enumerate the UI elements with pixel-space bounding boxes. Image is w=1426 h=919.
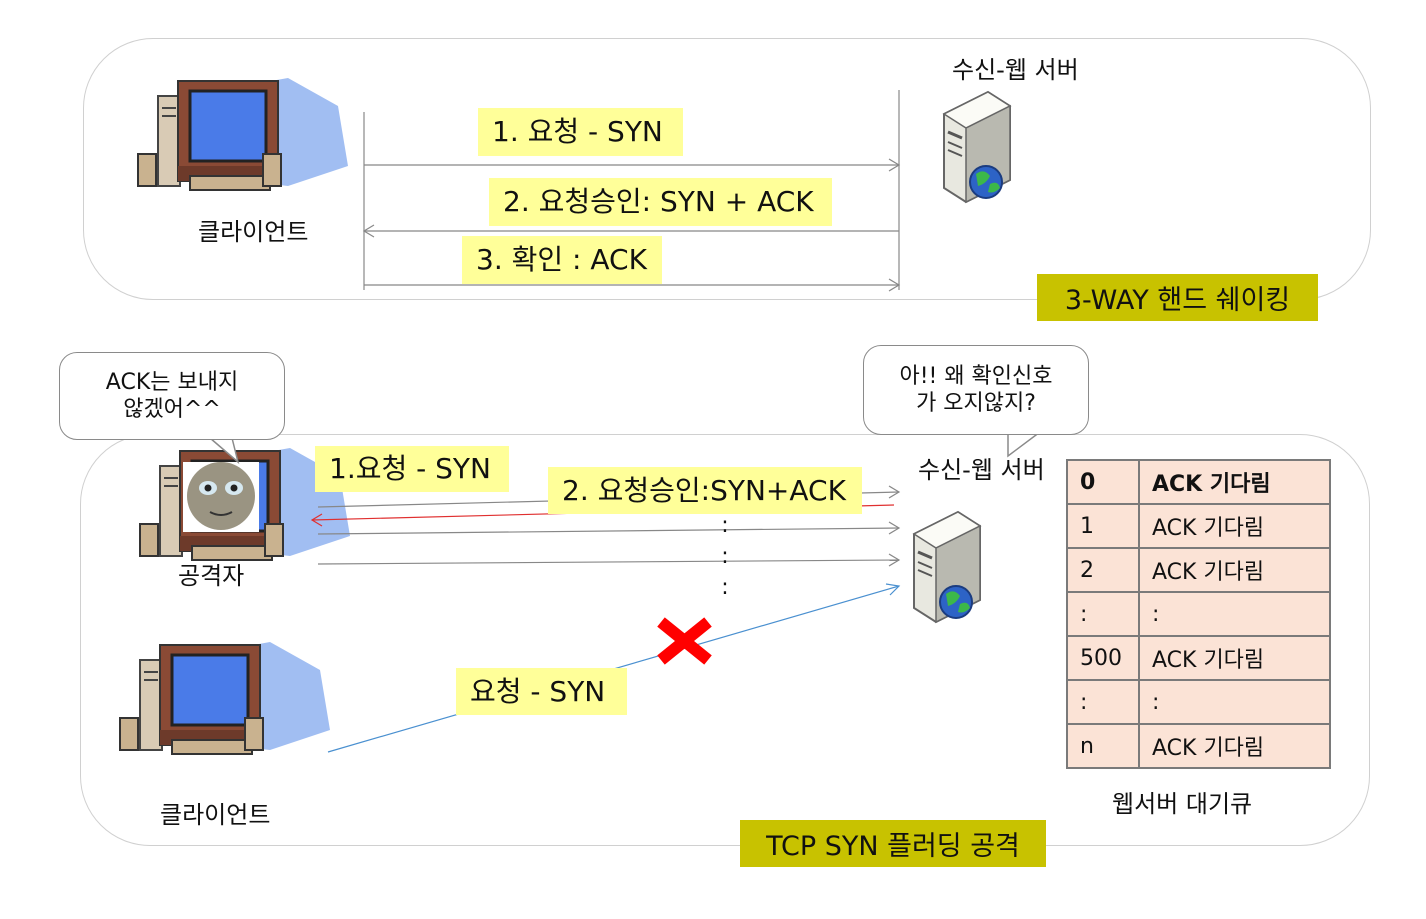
syn-arrow (364, 158, 901, 172)
queue-status: ACK 기다림 (1138, 459, 1331, 505)
queue-index: : (1066, 591, 1140, 637)
top-server-label: 수신-웹 서버 (952, 56, 1079, 84)
queue-index: 1 (1066, 503, 1140, 549)
syn-ack-arrow (362, 224, 899, 238)
table-row: 500 ACK 기다림 (1066, 635, 1331, 681)
attacker-synack-label: 2. 요청승인:SYN+ACK (548, 467, 862, 514)
server-queue-table: 0 ACK 기다림 1 ACK 기다림 2 ACK 기다림 : : 500 AC… (1066, 459, 1331, 769)
desktop-computer-icon (136, 76, 350, 192)
attacker-speech-bubble: ACK는 보내지 않겠어^^ (59, 352, 285, 440)
client-syn-label: 요청 - SYN (456, 668, 627, 715)
top-client-label: 클라이언트 (198, 218, 309, 246)
server-speech-bubble: 아!! 왜 확인신호 가 오지않지? (863, 345, 1089, 435)
queue-caption: 웹서버 대기큐 (1112, 790, 1253, 818)
attacker-label: 공격자 (178, 562, 245, 590)
step-synack-label: 2. 요청승인: SYN + ACK (489, 178, 832, 226)
queue-index: : (1066, 679, 1140, 725)
queue-status: ACK 기다림 (1138, 547, 1331, 593)
queue-status: ACK 기다림 (1138, 503, 1331, 549)
dot: : (721, 513, 729, 538)
server-bubble-line: 가 오지않지? (916, 391, 1036, 416)
step-syn-label: 1. 요청 - SYN (478, 108, 683, 156)
flooding-title: TCP SYN 플러딩 공격 (740, 820, 1046, 867)
queue-status: : (1138, 679, 1331, 725)
queue-status: ACK 기다림 (1138, 723, 1331, 769)
server-bubble-tail (1007, 431, 1041, 458)
table-row: n ACK 기다림 (1066, 723, 1331, 769)
bottom-client-label: 클라이언트 (160, 801, 271, 829)
server-bubble-line: 아!! 왜 확인신호 (899, 363, 1053, 389)
table-row: 1 ACK 기다림 (1066, 503, 1331, 549)
table-row: 2 ACK 기다림 (1066, 547, 1331, 593)
desktop-computer-icon (118, 640, 332, 756)
server-icon (942, 90, 1012, 204)
attacker-syn-arrow-3 (317, 553, 901, 567)
attacker-bubble-tail (209, 437, 240, 465)
repeat-dots: : : : (718, 510, 732, 603)
attacker-syn-arrow-2 (317, 521, 901, 535)
table-row: : : (1066, 591, 1331, 637)
queue-index: 500 (1066, 635, 1140, 681)
dot: : (721, 575, 729, 600)
queue-index: 2 (1066, 547, 1140, 593)
dot: : (721, 544, 729, 569)
handshake-title: 3-WAY 핸드 쉐이킹 (1037, 274, 1318, 321)
queue-index: 0 (1066, 459, 1140, 505)
step-ack-label: 3. 확인 : ACK (462, 236, 662, 284)
attacker-bubble-line: 않겠어^^ (123, 397, 221, 422)
blocked-x-icon (657, 617, 712, 665)
queue-status: ACK 기다림 (1138, 635, 1331, 681)
server-icon (912, 510, 982, 624)
queue-index: n (1066, 723, 1140, 769)
table-row: 0 ACK 기다림 (1066, 459, 1331, 505)
table-row: : : (1066, 679, 1331, 725)
bottom-server-label: 수신-웹 서버 (918, 456, 1045, 484)
attacker-syn-label: 1.요청 - SYN (315, 446, 509, 492)
gollum-face-icon (183, 462, 259, 532)
attacker-bubble-line: ACK는 보내지 (105, 369, 239, 395)
queue-status: : (1138, 591, 1331, 637)
ack-arrow (364, 278, 901, 292)
